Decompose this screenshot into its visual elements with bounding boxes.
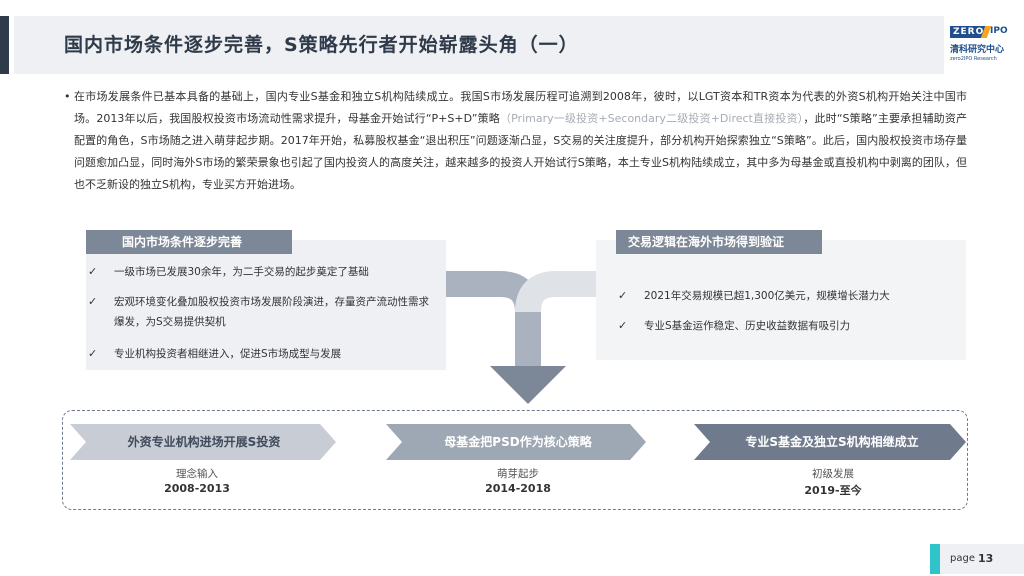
left-item-3: ✓ 专业机构投资者相继进入，促进S市场成型与发展: [88, 344, 438, 364]
bullet-icon: •: [64, 90, 71, 103]
check-icon: ✓: [88, 295, 98, 308]
chevron-stage-2: [386, 424, 646, 460]
intro-paragraph: 在市场发展条件已基本具备的基础上，国内专业S基金和独立S机构陆续成立。我国S市场…: [62, 86, 967, 196]
chevron-stage-1: [70, 424, 336, 460]
intro-part1: 在市场发展条件已基本具备的基础上，国内专业S基金和独立S机构陆续成立。我国S市场…: [74, 90, 967, 125]
right-info-panel: [596, 240, 966, 360]
chevron-stage-3: [694, 424, 966, 460]
stage-3-years: 2019-至今: [804, 484, 862, 497]
stage-3-phase: 初级发展: [812, 468, 854, 480]
left-box-tag: 国内市场条件逐步完善: [86, 230, 292, 254]
title-accent-bar: [0, 16, 9, 74]
stage-3-label: 专业S基金及独立S机构相继成立: [745, 435, 919, 449]
stage-1-label: 外资专业机构进场开展S投资: [127, 435, 281, 449]
right-box-tag: 交易逻辑在海外市场得到验证: [616, 230, 822, 254]
stage-2-phase: 萌芽起步: [497, 468, 539, 480]
right-item-1: ✓ 2021年交易规模已超1,300亿美元，规模增长潜力大: [618, 286, 958, 306]
check-icon: ✓: [618, 319, 628, 332]
page-label: page: [950, 553, 975, 564]
right-item-2: ✓ 专业S基金运作稳定、历史收益数据有吸引力: [618, 316, 958, 336]
intro-part2: ，此时“S策略”主要承担辅助资产配置的角色，S市场随之进入萌芽起步期。2017年…: [74, 112, 967, 191]
check-icon: ✓: [618, 289, 628, 302]
timeline-frame: [62, 410, 968, 510]
left-info-panel: [86, 240, 446, 370]
check-icon: ✓: [88, 265, 98, 278]
stage-1-years: 2008-2013: [164, 482, 230, 495]
intro-gray-note: （Primary一级投资+Secondary二级投资+Direct直接投资）: [499, 112, 804, 125]
stage-2-label: 母基金把PSD作为核心策略: [444, 435, 592, 449]
page-title: 国内市场条件逐步完善，S策略先行者开始崭露头角（一）: [64, 34, 579, 56]
title-band: [14, 16, 944, 74]
page-number: 13: [978, 552, 994, 565]
check-icon: ✓: [88, 347, 98, 360]
stage-2-years: 2014-2018: [485, 482, 551, 495]
logo-name-en: zero2IPO Research: [950, 56, 997, 62]
logo-name-cn: 清科研究中心: [950, 45, 1005, 55]
logo-ipo-text: IPO: [990, 26, 1008, 36]
left-item-2: ✓ 宏观环境变化叠加股权投资市场发展阶段演进，存量资产流动性需求爆发，为S交易提…: [88, 292, 438, 332]
page-accent-bar: [930, 544, 940, 574]
left-item-1: ✓ 一级市场已发展30余年，为二手交易的起步奠定了基础: [88, 262, 438, 282]
stage-1-phase: 理念输入: [176, 468, 218, 480]
zero2ipo-logo: ZERO IPO 清科研究中心 zero2IPO Research: [950, 26, 1016, 70]
page-number-box: [940, 544, 1024, 574]
logo-zero-text: ZERO: [950, 26, 988, 38]
